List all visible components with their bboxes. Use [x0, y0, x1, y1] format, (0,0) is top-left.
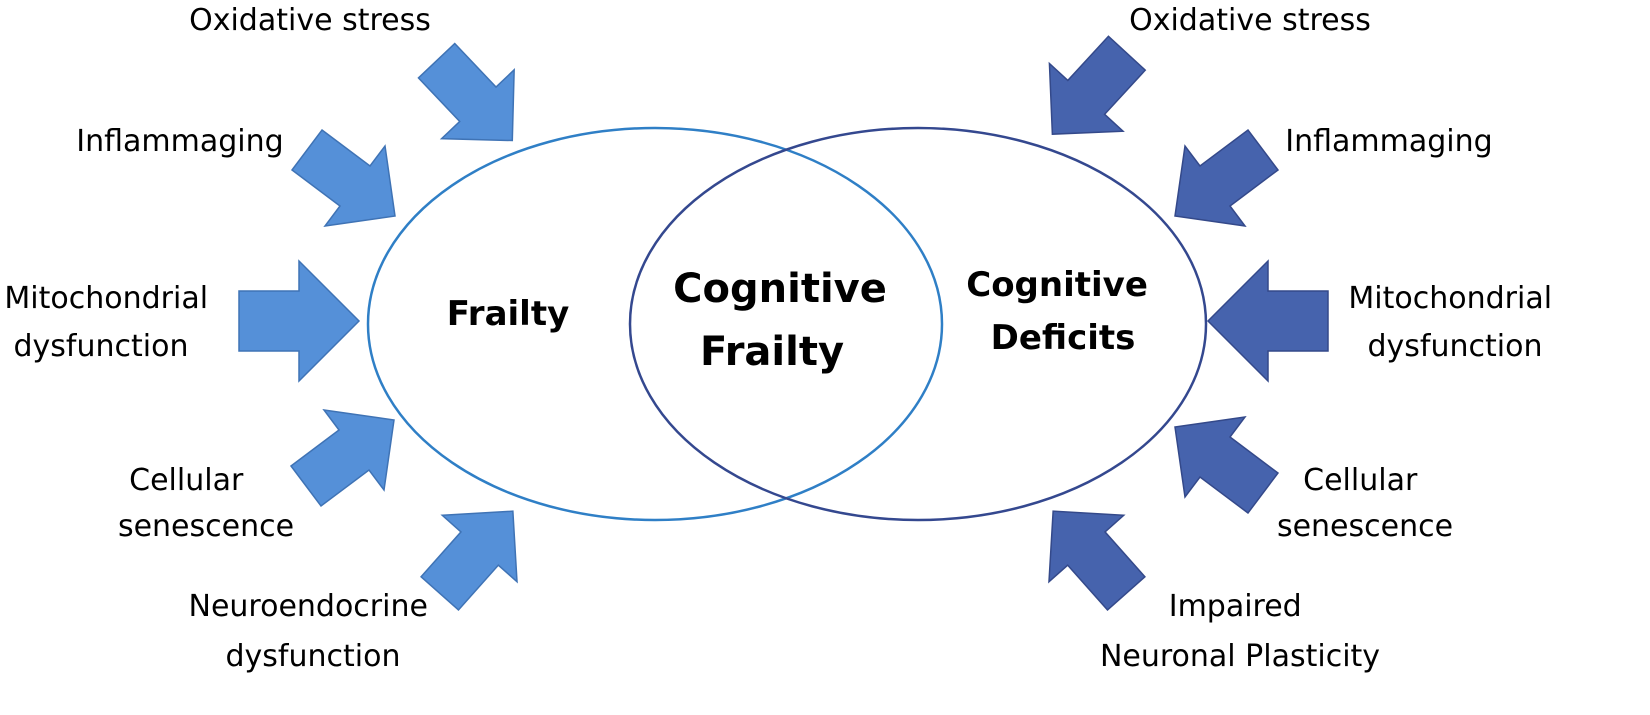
right-factor-inflammaging: Inflammaging: [1285, 124, 1492, 159]
right-factor-mitochondrial-line-2: dysfunction: [1368, 329, 1543, 364]
right-factor-cellular-senescence: Cellular senescence: [1277, 463, 1453, 544]
right-factor-impaired-line-1: Impaired: [1169, 589, 1302, 624]
arrow-icon: [1174, 128, 1280, 227]
right-factor-labels: Oxidative stress Inflammaging Mitochondr…: [1100, 3, 1561, 674]
arrow-icon: [417, 42, 515, 142]
cognitive-frailty-label: Cognitive Frailty: [673, 266, 901, 375]
left-factor-neuroendocrine-line-1: Neuroendocrine: [189, 589, 428, 624]
arrow-icon: [290, 128, 396, 227]
arrow-icon: [1174, 416, 1280, 515]
cognitive-frailty-line-1: Cognitive: [673, 266, 887, 312]
left-factor-oxidative-stress: Oxidative stress: [189, 3, 431, 38]
cognitive-deficits-line-1: Cognitive: [966, 265, 1148, 305]
arrow-icon: [420, 510, 518, 612]
left-factor-cellular-senescence: Cellular senescence: [118, 463, 294, 544]
cognitive-frailty-line-2: Frailty: [700, 329, 844, 375]
right-factor-cellular-line-2: senescence: [1277, 509, 1453, 544]
frailty-ellipse: [366, 126, 944, 522]
cognitive-deficits-ellipse: [628, 126, 1208, 522]
right-factor-cellular-line-1: Cellular: [1303, 463, 1418, 498]
arrow-icon: [1048, 35, 1147, 135]
arrow-icon: [1048, 510, 1146, 612]
left-factor-cellular-line-1: Cellular: [129, 463, 244, 498]
left-factor-mitochondrial-line-1: Mitochondrial: [4, 281, 208, 316]
right-factor-oxidative-stress: Oxidative stress: [1129, 3, 1371, 38]
left-arrows: [238, 42, 518, 612]
right-arrows: [1048, 35, 1329, 612]
arrow-icon: [238, 259, 361, 383]
arrow-icon: [1206, 259, 1329, 383]
cognitive-deficits-label: Cognitive Deficits: [966, 265, 1159, 358]
left-factor-mitochondrial-line-2: dysfunction: [14, 329, 189, 364]
arrow-icon: [289, 409, 395, 508]
right-factor-mitochondrial-line-1: Mitochondrial: [1348, 281, 1552, 316]
left-factor-mitochondrial-dysfunction: Mitochondrial dysfunction: [4, 281, 217, 364]
left-factor-labels: Oxidative stress Inflammaging Mitochondr…: [4, 3, 438, 674]
left-factor-neuroendocrine-line-2: dysfunction: [226, 639, 401, 674]
right-factor-mitochondrial-dysfunction: Mitochondrial dysfunction: [1348, 281, 1561, 364]
frailty-label: Frailty: [447, 294, 570, 334]
right-factor-impaired-line-2: Neuronal Plasticity: [1100, 639, 1380, 674]
left-factor-neuroendocrine-dysfunction: Neuroendocrine dysfunction: [189, 589, 438, 674]
left-factor-cellular-line-2: senescence: [118, 509, 294, 544]
left-factor-inflammaging: Inflammaging: [76, 124, 283, 159]
right-factor-impaired-neuronal-plasticity: Impaired Neuronal Plasticity: [1100, 589, 1380, 674]
cognitive-deficits-line-2: Deficits: [991, 318, 1136, 358]
